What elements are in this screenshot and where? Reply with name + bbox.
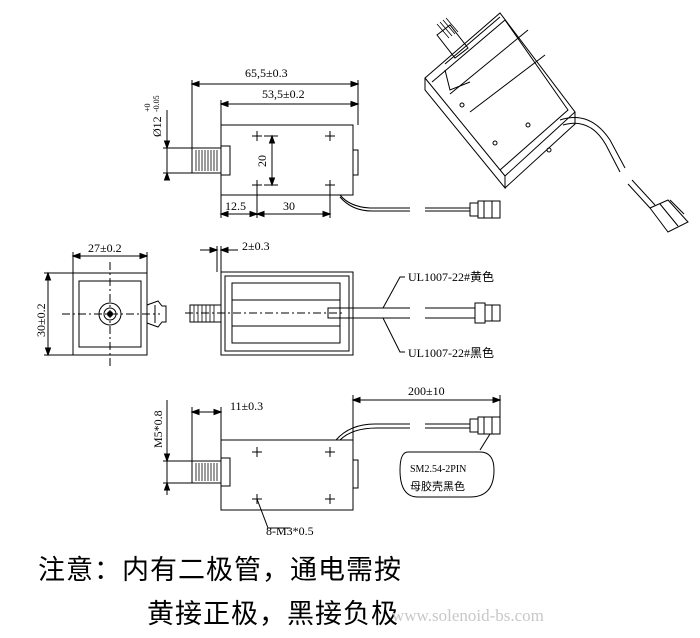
dim-plunger-tol-upper: +0 [143, 103, 152, 112]
top-view: 65,5±0.3 53,5±0.2 Ø12 +0 -0.05 [143, 66, 501, 219]
note-line-2: 黄接正极，黑接负极 [147, 599, 399, 630]
connector-label-2: 母胶壳黑色 [410, 479, 465, 493]
note-line-1: 注意：内有二极管，通电需按 [38, 555, 402, 586]
dim-wire-length: 200±10 [408, 384, 445, 398]
dim-hole-spacing-vertical: 20 [255, 155, 269, 167]
dim-plunger-tol-lower: -0.05 [152, 95, 161, 112]
iso-connector [649, 199, 689, 233]
iso-body [424, 12, 576, 177]
dim-body-length: 53,5±0.2 [262, 87, 305, 101]
connector-label-1: SM2.54-2PIN [410, 464, 466, 475]
wire-black-label: UL1007-22#黑色 [408, 346, 494, 360]
wire-side [335, 423, 410, 441]
dim-plunger-diameter: Ø12 [150, 116, 164, 137]
connector-bottom [477, 416, 501, 435]
plunger-end [98, 302, 122, 326]
connector-side [474, 302, 486, 324]
plunger-side [189, 304, 222, 323]
dim-hole-offset: 12.5 [225, 199, 246, 213]
side-view-bottom: 200±10 11±0.3 M5*0.8 [151, 384, 502, 538]
connector-top [469, 202, 479, 217]
bracket-side [220, 271, 354, 356]
watermark: www.solenoid-bs.com [392, 606, 544, 625]
mounting-holes-side [252, 447, 335, 504]
iso-hole [492, 140, 498, 146]
dim-width: 27±0.2 [88, 241, 122, 255]
dim-height: 30±0.2 [34, 303, 48, 337]
mounting-holes-label: 8-M3*0.5 [266, 524, 314, 538]
dim-bracket-thickness: 2±0.3 [242, 239, 270, 253]
connector-callout [399, 451, 495, 498]
dim-hole-spacing-horizontal: 30 [283, 199, 295, 213]
dim-overall-length: 65,5±0.3 [245, 66, 288, 80]
dim-thread: M5*0.8 [151, 410, 165, 448]
wire-top [339, 194, 410, 209]
plunger-head-end [146, 300, 167, 328]
mounting-holes-top [252, 131, 335, 190]
wire-yellow-label: UL1007-22#黄色 [408, 270, 494, 284]
front-view: 27±0.2 30±0.2 [34, 241, 167, 366]
isometric-view [424, 12, 689, 233]
dim-plunger-extension: 11±0.3 [230, 399, 263, 413]
side-view-middle: 2±0.3 UL1007-22#黄色 UL1007-22#黑色 [185, 239, 501, 360]
iso-wire [559, 117, 626, 169]
